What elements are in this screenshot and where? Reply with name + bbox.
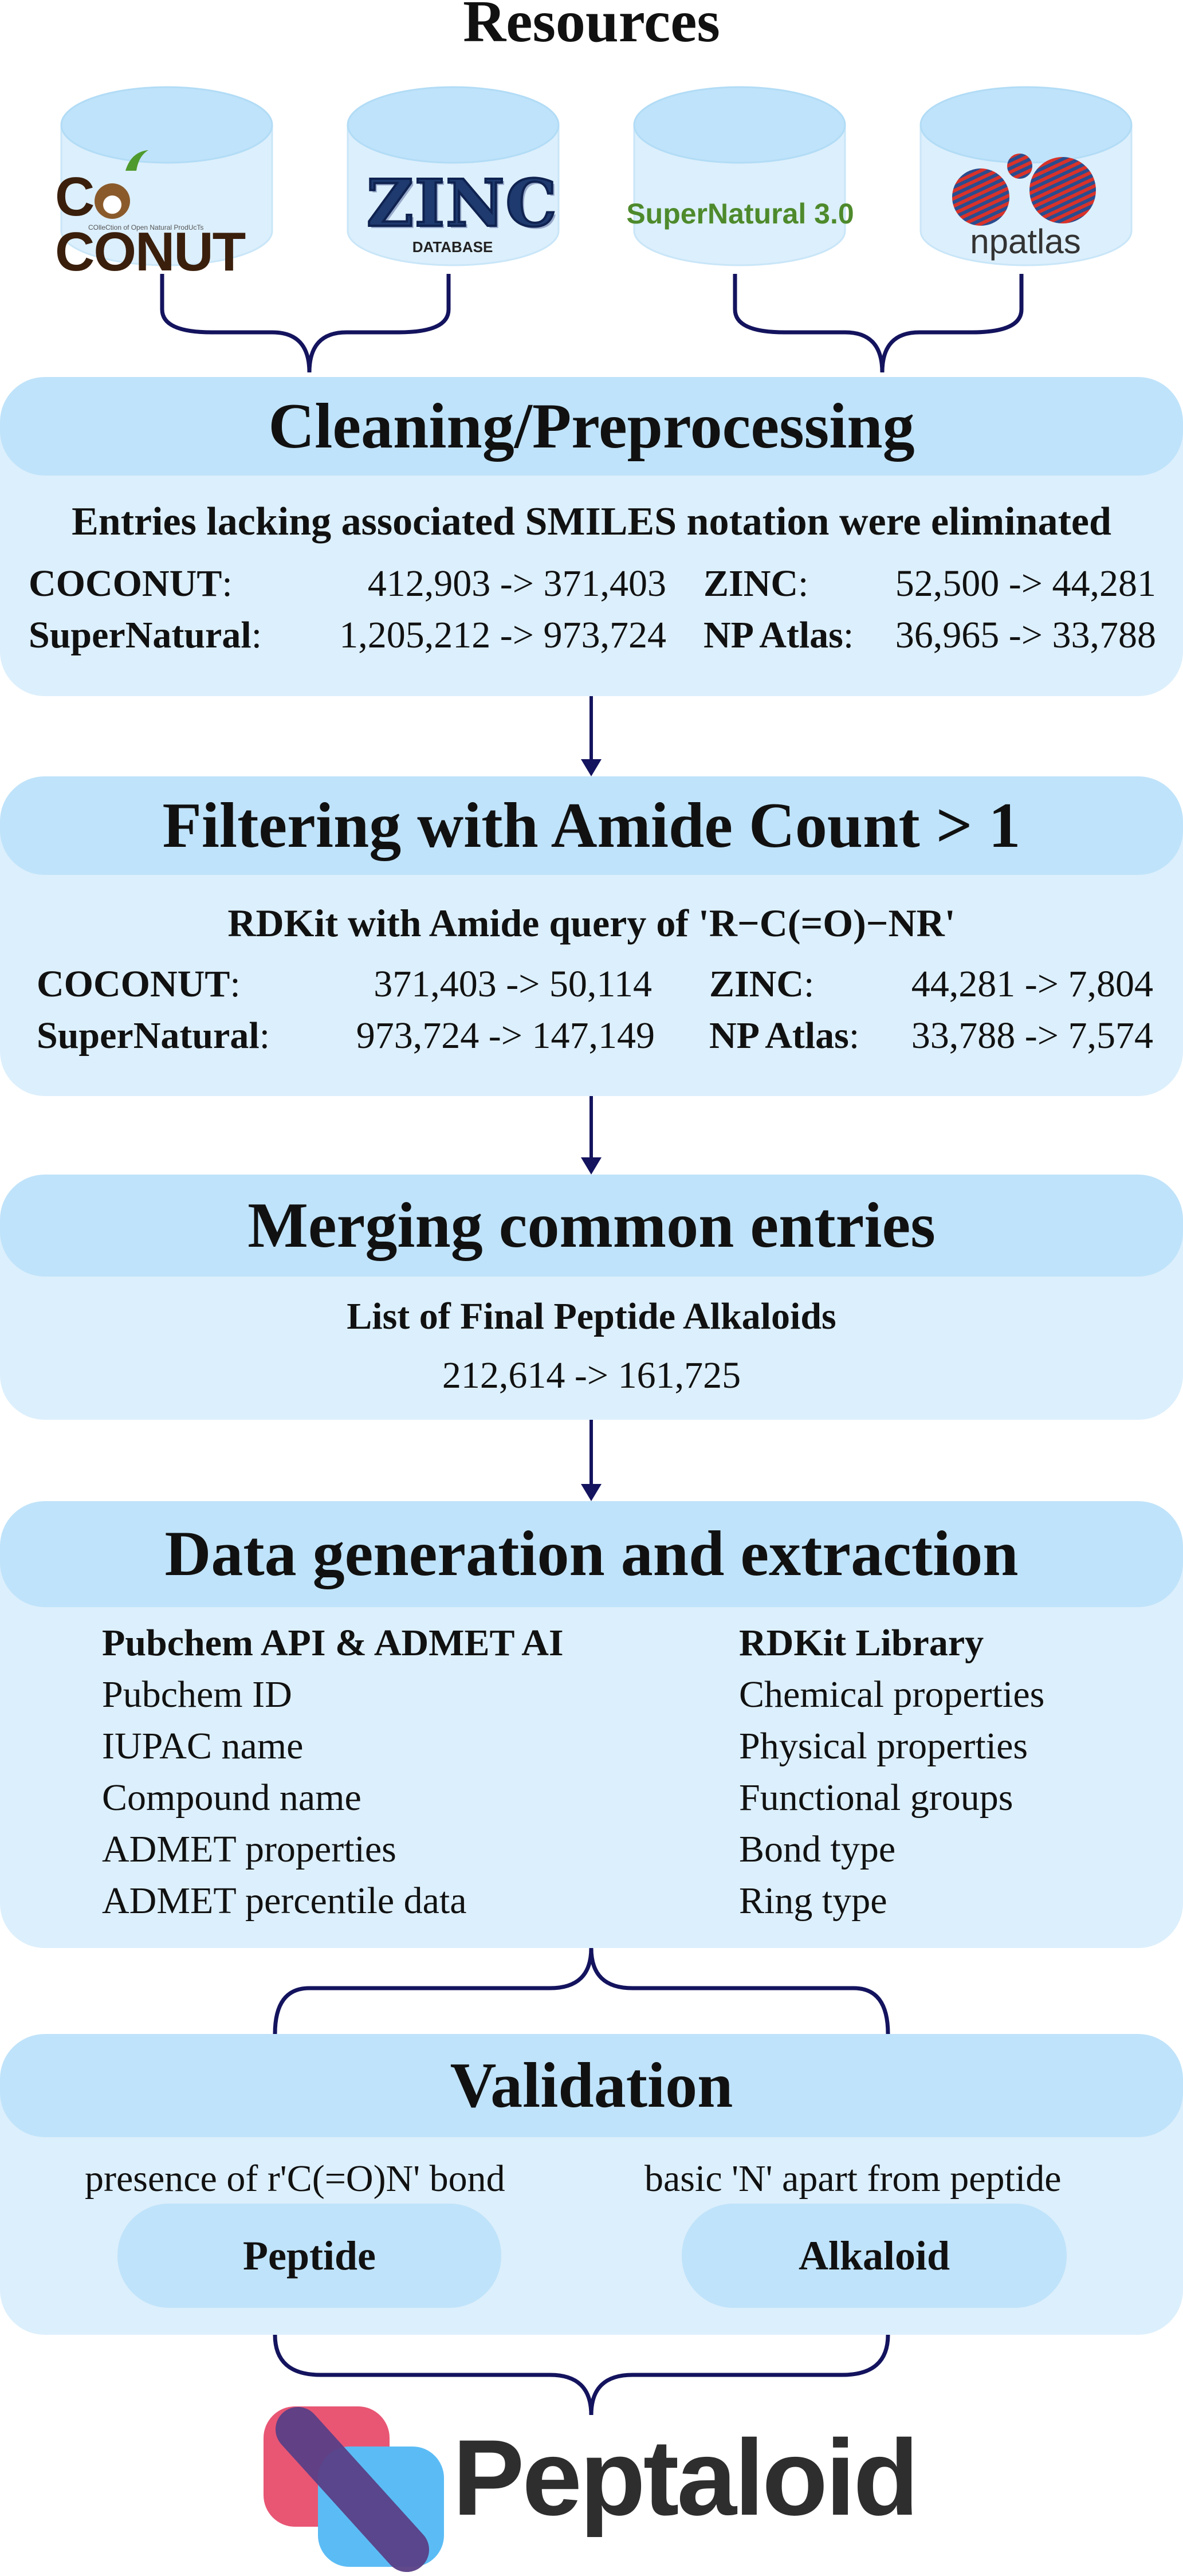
stage-cleaning: Cleaning/Preprocessing Entries lacking a… (0, 377, 1183, 696)
zinc-database (347, 85, 560, 274)
filtering-value-zinc: 44,281 -> 7,804 (911, 963, 1153, 1005)
generation-right-item: Functional groups (739, 1777, 1013, 1819)
stage-filtering-title: Filtering with Amide Count > 1 (0, 776, 1183, 875)
stage-generation: Data generation and extraction Pubchem A… (0, 1501, 1183, 1948)
filtering-value-coconut: 371,403 -> 50,114 (374, 963, 652, 1005)
stage-merging-value: 212,614 -> 161,725 (442, 1354, 741, 1396)
generation-left-heading: Pubchem API & ADMET AI (102, 1622, 564, 1664)
supernatural-logo: SuperNatural 3.0 (626, 198, 854, 230)
filtering-row-zinc: ZINC: (709, 963, 815, 1005)
generation-left-item: Pubchem ID (102, 1674, 292, 1715)
filtering-row-supernatural: SuperNatural: (37, 1015, 270, 1057)
generation-left-item: Compound name (102, 1777, 361, 1819)
brace-right-a (733, 274, 885, 373)
brace-bottom-left (273, 2334, 594, 2416)
peptide-pill: Peptide (117, 2204, 501, 2308)
generation-left-item: IUPAC name (102, 1725, 304, 1767)
stage-generation-title: Data generation and extraction (0, 1501, 1183, 1607)
cleaning-value-coconut: 412,903 -> 371,403 (367, 563, 666, 604)
generation-right-item: Ring type (739, 1880, 887, 1922)
stage-cleaning-title: Cleaning/Preprocessing (0, 377, 1183, 476)
arrow-1 (581, 696, 602, 776)
filtering-value-npatlas: 33,788 -> 7,574 (911, 1015, 1153, 1057)
stage-validation: Validation presence of r'C(=O)N' bond ba… (0, 2034, 1183, 2335)
generation-right-heading: RDKit Library (739, 1622, 984, 1664)
arrow-3 (581, 1420, 602, 1501)
cleaning-row-supernatural: SuperNatural: (29, 614, 262, 656)
peptaloid-logo-icon (264, 2406, 447, 2573)
generation-left-item: ADMET percentile data (102, 1880, 467, 1922)
globe-icons (952, 154, 1096, 226)
cleaning-value-supernatural: 1,205,212 -> 973,724 (339, 614, 666, 656)
validation-right-caption: basic 'N' apart from peptide (644, 2158, 1062, 2200)
filtering-row-npatlas: NP Atlas: (709, 1015, 860, 1057)
stage-merging-subtitle: List of Final Peptide Alkaloids (347, 1295, 836, 1337)
brace-right-b (880, 274, 1024, 373)
zinc-logo: ZINC DATABASE (365, 166, 558, 256)
coconut-database (60, 85, 273, 274)
filtering-row-coconut: COCONUT: (37, 963, 241, 1005)
brace-left-a (160, 274, 312, 373)
supernatural-database (633, 85, 846, 274)
generation-right-item: Bond type (739, 1828, 896, 1870)
cleaning-row-npatlas: NP Atlas: (703, 614, 854, 656)
stage-merging-title: Merging common entries (0, 1175, 1183, 1277)
cleaning-value-npatlas: 36,965 -> 33,788 (895, 614, 1156, 656)
cleaning-row-zinc: ZINC: (703, 563, 809, 604)
cleaning-value-zinc: 52,500 -> 44,281 (895, 563, 1156, 604)
brand-name: Peptaloid (453, 2417, 919, 2538)
stage-filtering: Filtering with Amide Count > 1 RDKit wit… (0, 776, 1183, 1096)
coconut-logo: CCONUT COlleCtion of Open Natural ProdUc… (55, 150, 284, 280)
filtering-value-supernatural: 973,724 -> 147,149 (356, 1015, 655, 1057)
coconut-tagline: COlleCtion of Open Natural ProdUcTs (88, 223, 204, 231)
alkaloid-pill: Alkaloid (682, 2204, 1067, 2308)
generation-right-item: Physical properties (739, 1725, 1028, 1767)
stage-filtering-subtitle: RDKit with Amide query of 'R−C(=O)−NR' (227, 901, 956, 945)
brace-validation-right (589, 1947, 890, 2035)
palm-leaf-icon (123, 149, 151, 172)
arrow-2 (581, 1096, 602, 1175)
generation-left-item: ADMET properties (102, 1828, 396, 1870)
npatlas-logo: npatlas (940, 150, 1111, 265)
stage-merging: Merging common entries List of Final Pep… (0, 1175, 1183, 1420)
stage-cleaning-subtitle: Entries lacking associated SMILES notati… (72, 500, 1111, 544)
cleaning-row-coconut: COCONUT: (29, 563, 233, 604)
npatlas-database (919, 85, 1133, 274)
page-title: Resources (463, 0, 720, 54)
validation-left-caption: presence of r'C(=O)N' bond (85, 2158, 505, 2200)
generation-right-item: Chemical properties (739, 1674, 1045, 1715)
brace-validation-left (273, 1947, 594, 2035)
brace-left-b (307, 274, 451, 373)
stage-validation-title: Validation (0, 2034, 1183, 2137)
coconut-icon (95, 183, 131, 219)
brace-bottom-right (589, 2334, 890, 2416)
